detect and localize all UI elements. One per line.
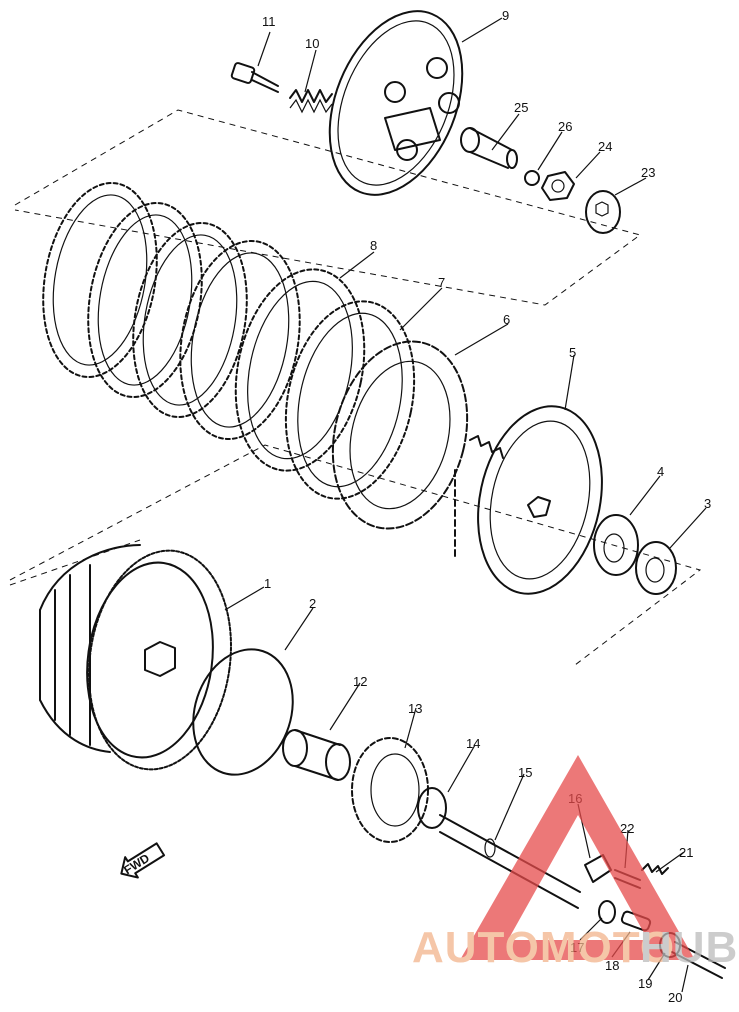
part-label-9: 9 [502,8,509,23]
kick-idler-gear [351,737,429,843]
part-label-6: 6 [503,312,510,327]
part-label-20: 20 [668,990,682,1005]
part-label-11: 11 [262,14,276,29]
gear-washer [417,787,447,829]
steel-plate [331,340,469,530]
spacer-sleeve [282,729,351,781]
push-rod [460,127,518,169]
friction-plate-stack [42,182,416,500]
part-label-19: 19 [638,976,652,991]
part-label-15: 15 [518,765,532,780]
dashed-group-box-upper [14,109,642,306]
watermark-word-a: AUTOMOTO [412,923,675,972]
clutch-spring [289,89,333,114]
part-label-22: 22 [620,821,634,836]
part-label-12: 12 [353,674,367,689]
part-label-2: 2 [309,596,316,611]
part-label-7: 7 [438,275,445,290]
part-label-18: 18 [605,958,619,973]
thrust-washer [593,514,639,576]
part-label-4: 4 [657,464,664,479]
o-ring [192,648,294,776]
lever-washer [598,900,616,924]
part-label-25: 25 [514,100,528,115]
dashed-group-box-middle [9,444,702,666]
claw-washer [635,541,677,595]
part-label-5: 5 [569,345,576,360]
part-number-labels: 11 10 9 25 26 24 23 8 7 6 5 4 3 1 2 12 1… [262,8,711,1005]
return-spring [641,863,669,875]
part-label-8: 8 [370,238,377,253]
part-label-10: 10 [305,36,319,51]
push-lever-shaft [439,814,581,909]
part-label-24: 24 [598,139,612,154]
part-label-23: 23 [641,165,655,180]
lock-nut [541,171,575,201]
leader-lines [224,17,707,993]
part-label-13: 13 [408,701,422,716]
watermark-logo: AUTOMOTO HUB [412,755,738,972]
lock-washer [585,190,621,234]
watermark-word-b: HUB [640,923,738,972]
part-label-14: 14 [466,736,480,751]
pressure-plate [328,10,464,196]
clutch-housing [39,544,232,771]
steel-ball [524,170,540,186]
fwd-direction-marker: FWD [120,842,166,879]
part-label-26: 26 [558,119,572,134]
part-label-3: 3 [704,496,711,511]
watermark-triangle [460,755,695,960]
clutch-screw [230,62,279,93]
part-label-1: 1 [264,576,271,591]
part-label-21: 21 [679,845,693,860]
clutch-boss [454,405,603,595]
